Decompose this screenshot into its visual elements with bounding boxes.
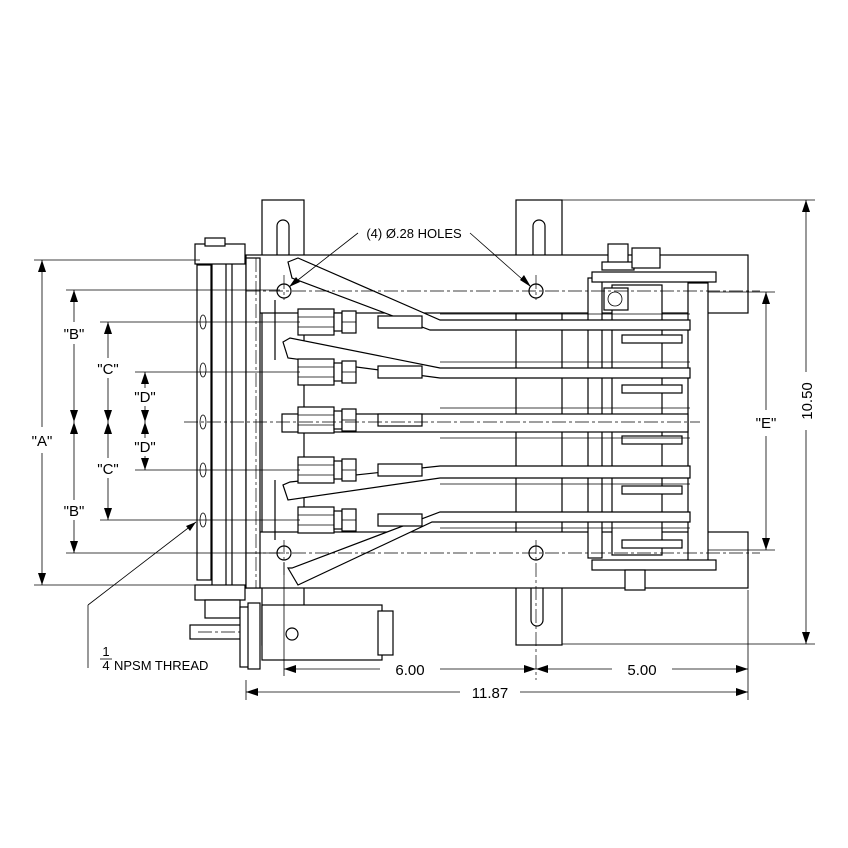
callout-thread-text: NPSM THREAD <box>114 658 208 673</box>
callout-holes: (4) Ø.28 HOLES <box>288 226 532 288</box>
manifold-rail <box>196 264 212 581</box>
dimension-overall-height: 10.50 <box>562 199 816 645</box>
dimension-value-overall-height: 10.50 <box>799 382 816 420</box>
top-bracket <box>194 243 246 265</box>
thread-fraction-numerator: 1 <box>102 644 109 659</box>
dimension-c: "C" "C" <box>97 321 300 521</box>
dimension-value-span-right: 5.00 <box>627 662 656 679</box>
hose-fittings <box>297 308 423 534</box>
top-bracket-bolt <box>204 237 226 247</box>
bottom-bracket <box>194 584 246 601</box>
dimension-hole-spacing: 6.00 5.00 <box>283 562 749 700</box>
dimension-label-b-bottom: "B" <box>64 503 85 520</box>
dimension-d: "D" "D" <box>134 371 300 471</box>
dimension-label-a: "A" <box>32 433 53 450</box>
lever-5 <box>286 511 691 586</box>
dimension-value-overall-width: 11.87 <box>472 685 508 702</box>
dimension-a: "A" <box>32 259 200 586</box>
dimension-label-c-top: "C" <box>97 361 118 378</box>
left-side-plate-3 <box>245 257 261 589</box>
dimension-value-span-left: 6.00 <box>395 662 424 679</box>
dimension-label-b-top: "B" <box>64 326 85 343</box>
dimension-b: "B" "B" <box>64 289 280 554</box>
inlet-fitting <box>189 599 394 670</box>
dimension-label-e: "E" <box>756 415 777 432</box>
dimension-label-c-bottom: "C" <box>97 461 118 478</box>
dimension-label-d-top: "D" <box>134 389 155 406</box>
dimension-label-d-bottom: "D" <box>134 439 155 456</box>
lever-1 <box>287 257 691 331</box>
thread-fraction-denominator: 4 <box>102 658 109 673</box>
end-plate <box>687 282 709 567</box>
inlet-body <box>261 604 383 661</box>
dimension-overall-width: 11.87 <box>245 680 748 702</box>
left-side-plate <box>211 261 227 588</box>
detent-slats <box>621 334 683 549</box>
callout-holes-text: (4) Ø.28 HOLES <box>366 226 462 241</box>
left-side-plate-2 <box>231 257 247 589</box>
dimension-e: "E" <box>708 291 777 551</box>
callout-thread: 1 4 NPSM THREAD <box>87 521 208 673</box>
